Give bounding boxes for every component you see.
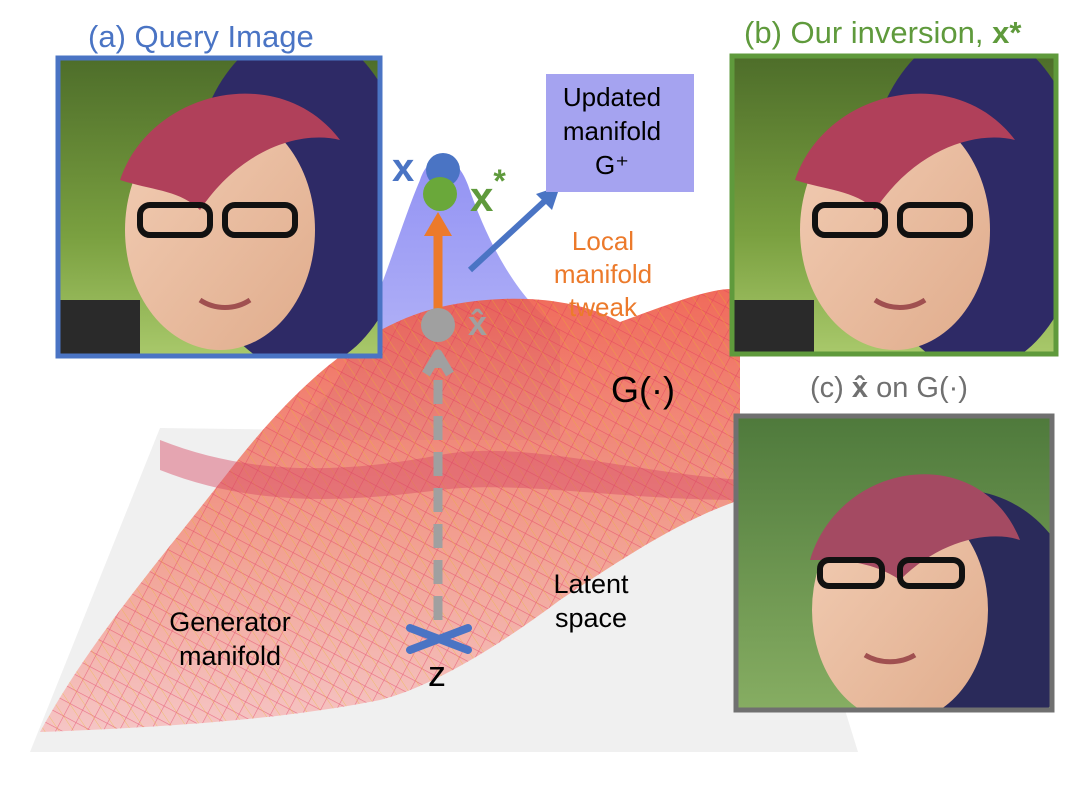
projection-title-math: x̂ — [852, 372, 868, 404]
x-star-sup: * — [493, 163, 505, 199]
projection-photo — [738, 418, 1075, 750]
generator-manifold-label: Generator manifold — [150, 605, 310, 673]
projection-title-text: on G(·) — [868, 372, 968, 404]
x-hat-label: x̂ — [468, 306, 487, 343]
query-image-photo — [60, 30, 410, 370]
query-image-title: (a) Query Image — [88, 20, 314, 54]
latent-space-label: Latent space — [541, 567, 641, 635]
local-tweak-label: Local manifold tweak — [548, 225, 658, 324]
x-star-base: x — [470, 173, 493, 220]
projection-title: (c) x̂ on G(·) — [810, 373, 968, 405]
x-hat-point — [421, 308, 455, 342]
g-function-label: G(·) — [611, 370, 675, 410]
x-star-point — [423, 177, 457, 211]
inversion-title-text: (b) Our inversion, — [744, 15, 992, 50]
z-label: z — [428, 654, 446, 694]
x-star-label: x* — [470, 168, 506, 220]
inversion-title-math: x* — [992, 15, 1021, 50]
inversion-photo — [734, 30, 1075, 370]
x-label: x — [392, 146, 414, 190]
updated-manifold-label: Updated manifold G⁺ — [547, 80, 677, 182]
inversion-title: (b) Our inversion, x* — [744, 16, 1021, 50]
